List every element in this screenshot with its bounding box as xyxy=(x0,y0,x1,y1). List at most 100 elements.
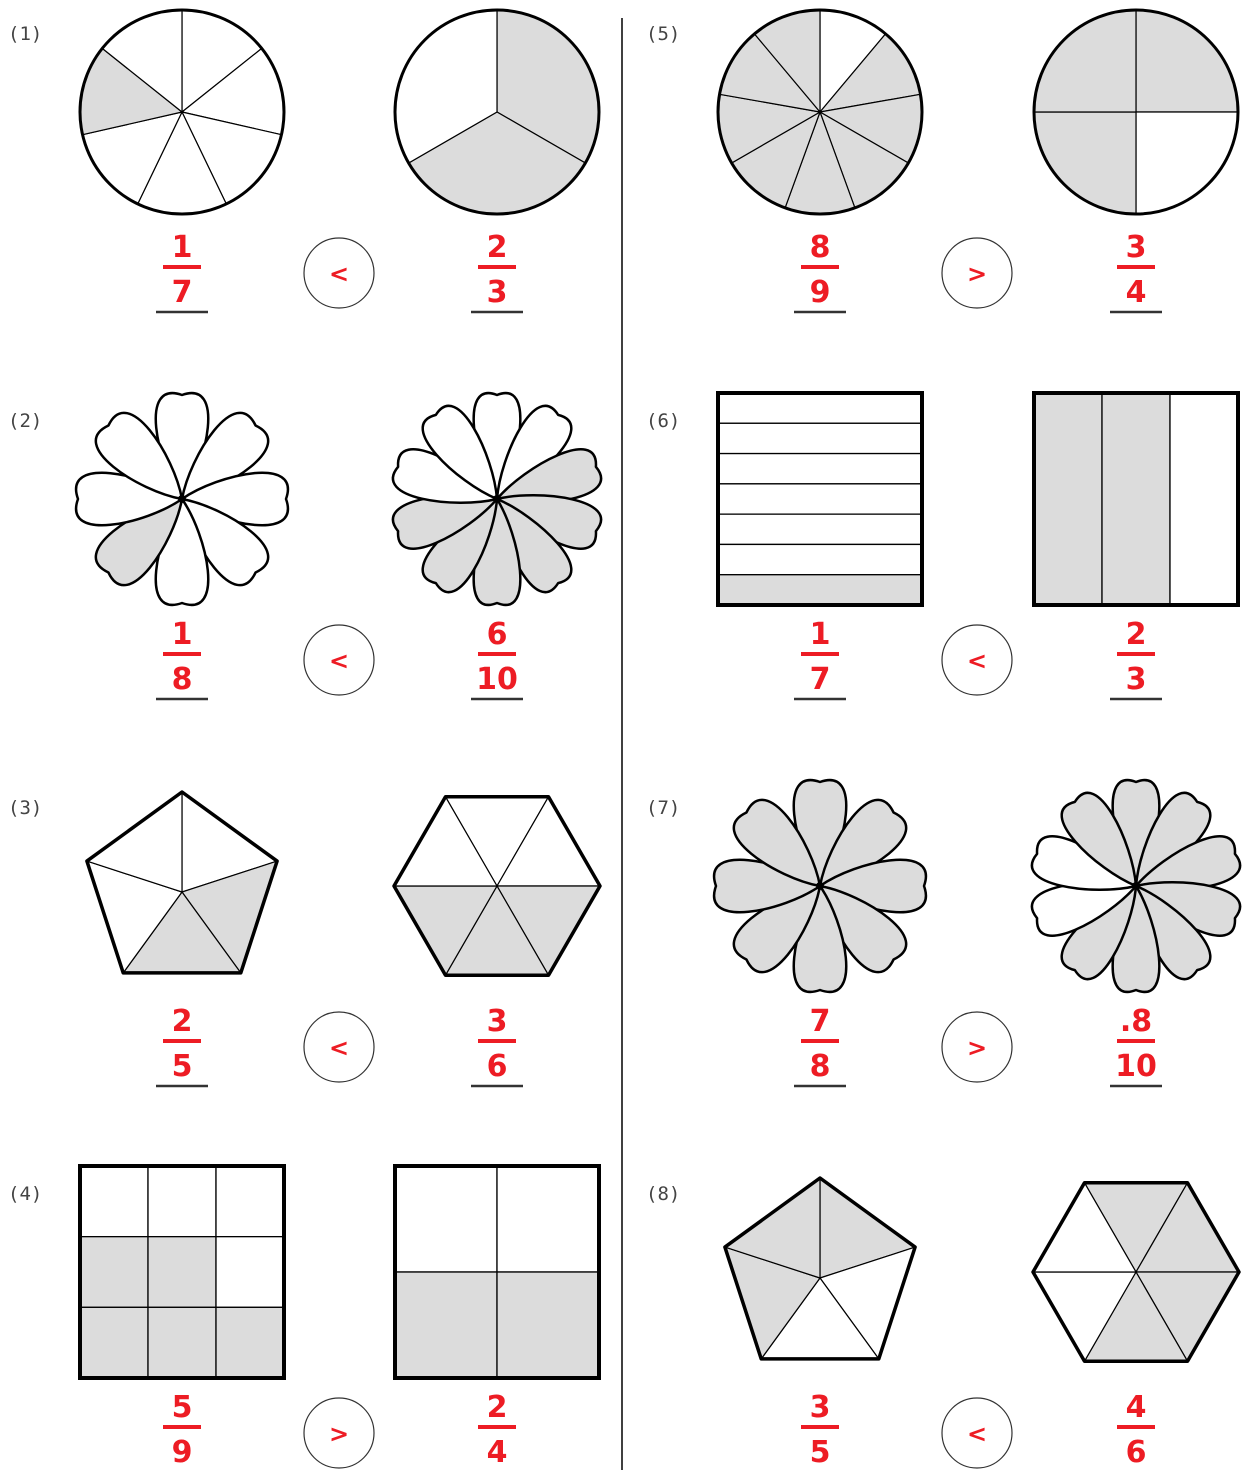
left-hstrips-cell xyxy=(718,423,922,453)
denominator: 7 xyxy=(810,662,831,697)
right-vstrips-cell xyxy=(1170,393,1238,605)
fraction-bar xyxy=(478,1425,516,1429)
fraction-bar xyxy=(801,652,839,656)
fraction-bar xyxy=(478,1039,516,1043)
fraction-bar xyxy=(163,1425,201,1429)
right-figure-hexagon xyxy=(394,797,600,975)
denominator: 10 xyxy=(476,662,518,697)
comparison-answer[interactable]: < xyxy=(304,1012,374,1082)
left-grid-cell xyxy=(216,1307,284,1378)
problem-1: (1)1723< xyxy=(8,10,599,312)
comparison-answer[interactable]: > xyxy=(942,238,1012,308)
numerator: 4 xyxy=(1126,1390,1147,1425)
denominator: 8 xyxy=(172,662,193,697)
comparison-sign: > xyxy=(967,1034,987,1062)
numerator: .8 xyxy=(1120,1004,1152,1039)
comparison-sign: < xyxy=(329,647,349,675)
right-figure-vstrips xyxy=(1034,393,1238,605)
comparison-answer[interactable]: < xyxy=(942,1398,1012,1468)
comparison-answer[interactable]: > xyxy=(304,1398,374,1468)
left-hstrips-cell xyxy=(718,544,922,574)
numerator: 7 xyxy=(810,1004,831,1039)
fraction-bar xyxy=(801,265,839,269)
left-hstrips-cell xyxy=(718,575,922,605)
numerator: 1 xyxy=(172,617,193,652)
right-figure-circle xyxy=(1034,10,1238,214)
denominator: 9 xyxy=(172,1435,193,1470)
denominator: 8 xyxy=(810,1049,831,1084)
left-grid-cell xyxy=(80,1237,148,1308)
right-grid-cell xyxy=(497,1166,599,1272)
denominator: 6 xyxy=(1126,1435,1147,1470)
left-grid-cell xyxy=(148,1237,216,1308)
problem-3: (3) 2 5 3 6 < xyxy=(8,792,600,1086)
right-grid-cell xyxy=(497,1272,599,1378)
fraction-bar xyxy=(163,652,201,656)
problem-number: (6) xyxy=(646,410,680,432)
right-vstrips-cell xyxy=(1102,393,1170,605)
problem-number: (4) xyxy=(8,1183,42,1205)
right-figure-flower xyxy=(1032,780,1240,992)
problem-number: (3) xyxy=(8,797,42,819)
numerator: 2 xyxy=(487,230,508,265)
right-grid-cell xyxy=(395,1166,497,1272)
fraction-bar xyxy=(1117,1039,1155,1043)
left-figure-flower xyxy=(76,393,288,605)
comparison-sign: > xyxy=(329,1420,349,1448)
right-flower-center-dot xyxy=(493,495,501,503)
comparison-answer[interactable]: < xyxy=(942,625,1012,695)
comparison-sign: < xyxy=(329,260,349,288)
problem-4: (4) 5 9 2 4 > xyxy=(8,1166,599,1470)
numerator: 6 xyxy=(487,617,508,652)
denominator: 7 xyxy=(172,275,193,310)
left-figure-hstrips xyxy=(718,393,922,605)
comparison-sign: < xyxy=(329,1034,349,1062)
left-hstrips-cell xyxy=(718,454,922,484)
numerator: 2 xyxy=(172,1004,193,1039)
right-grid-cell xyxy=(395,1272,497,1378)
left-grid-cell xyxy=(80,1307,148,1378)
fraction-bar xyxy=(1117,265,1155,269)
left-grid-cell xyxy=(216,1237,284,1308)
left-figure-pentagon xyxy=(87,792,277,973)
left-hstrips-cell xyxy=(718,484,922,514)
left-flower-center-dot xyxy=(816,882,824,890)
numerator: 3 xyxy=(487,1004,508,1039)
left-figure-circle xyxy=(718,10,922,214)
fraction-bar xyxy=(801,1039,839,1043)
fraction-bar xyxy=(163,265,201,269)
numerator: 1 xyxy=(172,230,193,265)
denominator: 4 xyxy=(487,1435,508,1470)
problem-number: (1) xyxy=(8,23,42,45)
left-grid-cell xyxy=(80,1166,148,1237)
denominator: 5 xyxy=(810,1435,831,1470)
denominator: 9 xyxy=(810,275,831,310)
numerator: 5 xyxy=(172,1390,193,1425)
left-hstrips-cell xyxy=(718,514,922,544)
comparison-answer[interactable]: > xyxy=(942,1012,1012,1082)
left-grid-cell xyxy=(148,1307,216,1378)
right-figure-hexagon xyxy=(1033,1183,1239,1361)
numerator: 3 xyxy=(1126,230,1147,265)
denominator: 6 xyxy=(487,1049,508,1084)
problem-number: (8) xyxy=(646,1183,680,1205)
numerator: 3 xyxy=(810,1390,831,1425)
comparison-answer[interactable]: < xyxy=(304,625,374,695)
denominator: 4 xyxy=(1126,275,1147,310)
denominator: 5 xyxy=(172,1049,193,1084)
numerator: 2 xyxy=(487,1390,508,1425)
right-figure-grid xyxy=(395,1166,599,1378)
problem-7: (7)78.810> xyxy=(646,780,1240,1086)
left-figure-pentagon xyxy=(725,1178,915,1359)
denominator: 10 xyxy=(1115,1049,1157,1084)
fraction-bar xyxy=(801,1425,839,1429)
left-flower-center-dot xyxy=(178,495,186,503)
problem-8: (8) 3 5 4 6 < xyxy=(646,1178,1239,1470)
comparison-answer[interactable]: < xyxy=(304,238,374,308)
numerator: 8 xyxy=(810,230,831,265)
fraction-bar xyxy=(1117,1425,1155,1429)
